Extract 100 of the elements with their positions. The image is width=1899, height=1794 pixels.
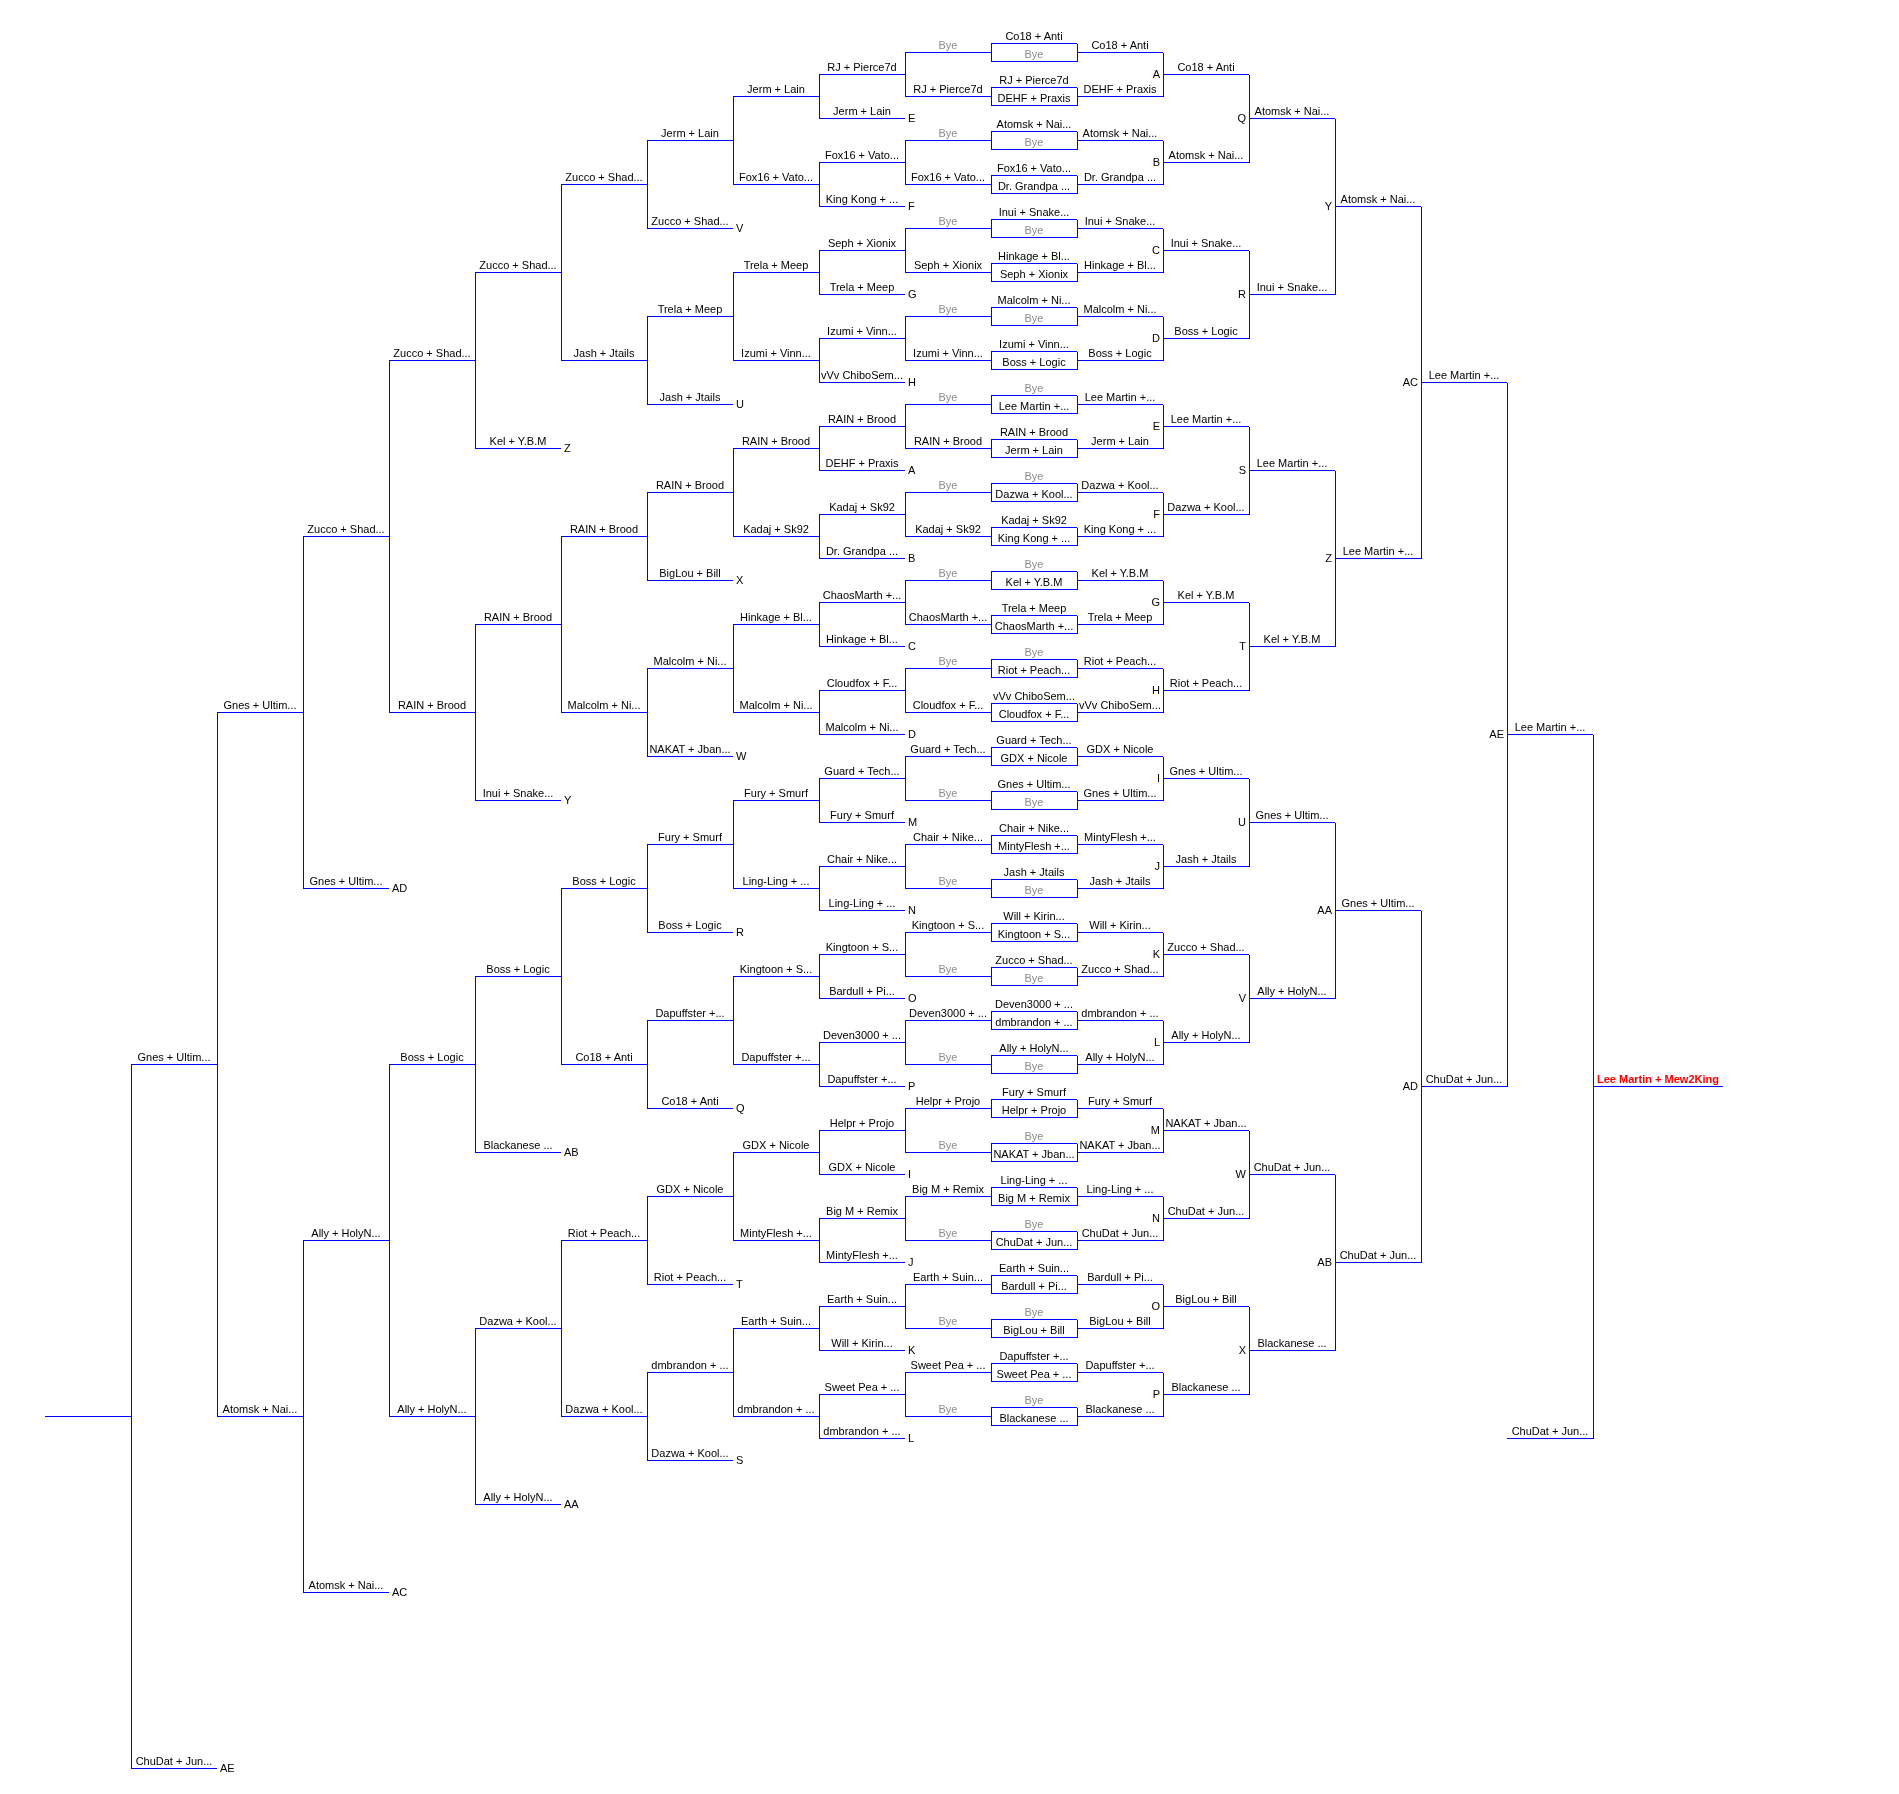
- team-name: GDX + Nicole: [1086, 742, 1154, 756]
- bracket-connector: [1076, 316, 1078, 326]
- team-name: Co18 + Anti: [661, 1094, 719, 1108]
- bracket-slot: [1077, 302, 1163, 317]
- team-name: Trela + Meep: [829, 280, 895, 294]
- team-name: Jerm + Lain: [1091, 434, 1149, 448]
- bracket-connector: [560, 888, 562, 977]
- match-letter: G: [1151, 596, 1160, 609]
- bracket-connector: [904, 954, 906, 977]
- bye-label: Bye: [938, 962, 958, 976]
- team-name: Dapuffster +...: [741, 1050, 811, 1064]
- match-letter: J: [908, 1256, 914, 1269]
- team-name: Gnes + Ultim...: [1083, 786, 1157, 800]
- bracket-connector: [1162, 250, 1164, 273]
- team-name: Atomsk + Nai...: [1340, 192, 1416, 206]
- bracket-connector: [732, 1328, 734, 1373]
- team-name: Big M + Remix: [826, 1204, 898, 1218]
- bracket-connector: [1076, 52, 1078, 62]
- team-name: ChaosMarth +...: [822, 588, 902, 602]
- bracket-slot: [1077, 1226, 1163, 1241]
- bracket-connector: [1076, 527, 1078, 537]
- bracket-slot: [733, 82, 819, 97]
- bye-label: Bye: [1024, 381, 1044, 395]
- bye-label: Bye: [1024, 135, 1044, 149]
- team-name: Zucco + Shad...: [651, 214, 729, 228]
- bracket-slot: [475, 258, 561, 273]
- bracket-connector: [990, 351, 992, 361]
- team-name: Lee Martin +...: [1428, 368, 1500, 382]
- bracket-connector: [1162, 1130, 1164, 1153]
- match-letter: O: [908, 992, 917, 1005]
- team-name: King Kong + ...: [997, 531, 1071, 545]
- bracket-connector: [1334, 558, 1336, 647]
- bracket-slot: [389, 1402, 475, 1417]
- bracket-slot: [991, 707, 1077, 722]
- bracket-slot: [991, 1041, 1077, 1056]
- team-name: Sweet Pea + ...: [824, 1380, 900, 1394]
- bracket-slot: [819, 1204, 905, 1219]
- bracket-connector: [1162, 228, 1164, 251]
- team-name: Zucco + Shad...: [1167, 940, 1245, 954]
- team-name: Cloudfox + F...: [998, 707, 1070, 721]
- team-name: dmbrandon + ...: [1081, 1006, 1159, 1020]
- team-name: Co18 + Anti: [1091, 38, 1149, 52]
- bracket-slot: [905, 302, 991, 317]
- bracket-slot: [733, 1050, 819, 1065]
- team-name: Chair + Nike...: [827, 852, 897, 866]
- bracket-connector: [1076, 932, 1078, 942]
- bracket-slot: [991, 73, 1077, 88]
- bracket-connector: [1076, 712, 1078, 722]
- team-name: DEHF + Praxis: [997, 91, 1071, 105]
- bracket-connector: [1248, 118, 1250, 163]
- team-name: Gnes + Ultim...: [309, 874, 383, 888]
- bracket-connector: [990, 175, 992, 185]
- bracket-connector: [1420, 910, 1422, 1087]
- team-name: dmbrandon + ...: [737, 1402, 815, 1416]
- match-letter: R: [736, 926, 744, 939]
- match-letter: H: [908, 376, 916, 389]
- bracket-slot: [991, 1059, 1077, 1074]
- bracket-slot: [1077, 874, 1163, 889]
- team-name: Sweet Pea + ...: [996, 1367, 1072, 1381]
- bracket-connector: [990, 668, 992, 678]
- team-name: King Kong + ...: [825, 192, 899, 206]
- bracket-connector: [1506, 382, 1508, 735]
- team-name: Malcolm + Ni...: [653, 654, 727, 668]
- match-letter: N: [1152, 1212, 1160, 1225]
- bracket-connector: [732, 96, 734, 141]
- bracket-connector: [990, 448, 992, 458]
- team-name: Lee Martin +...: [1256, 456, 1328, 470]
- bracket-connector: [818, 74, 820, 97]
- bracket-connector: [818, 1042, 820, 1065]
- bracket-connector: [904, 74, 906, 97]
- bracket-slot: [1077, 258, 1163, 273]
- bracket-connector: [732, 976, 734, 1021]
- bracket-slot: [991, 179, 1077, 194]
- bye-label: Bye: [938, 478, 958, 492]
- bracket-connector: [1248, 294, 1250, 339]
- bracket-connector: [474, 360, 476, 449]
- bracket-connector: [1076, 1064, 1078, 1074]
- bracket-connector: [818, 1306, 820, 1329]
- team-name: Gnes + Ultim...: [1255, 808, 1329, 822]
- bracket-slot: [905, 874, 991, 889]
- team-name: Gnes + Ultim...: [997, 777, 1071, 791]
- team-name: Seph + Xionix: [913, 258, 983, 272]
- bracket-slot: [1077, 610, 1163, 625]
- team-name: Boss + Logic: [400, 1050, 464, 1064]
- bracket-connector: [1076, 888, 1078, 898]
- bracket-connector: [904, 492, 906, 515]
- team-name: GDX + Nicole: [828, 1160, 896, 1174]
- bracket-connector: [388, 536, 390, 713]
- bracket-connector: [1076, 1328, 1078, 1338]
- bye-label: Bye: [938, 38, 958, 52]
- team-name: Zucco + Shad...: [307, 522, 385, 536]
- bracket-slot: [733, 698, 819, 713]
- bracket-slot: [819, 60, 905, 75]
- team-name: Atomsk + Nai...: [308, 1578, 384, 1592]
- bracket-connector: [990, 1328, 992, 1338]
- bracket-connector: [904, 778, 906, 801]
- match-letter: C: [908, 640, 916, 653]
- team-name: Kadaj + Sk92: [1001, 513, 1067, 527]
- bracket-slot: [733, 874, 819, 889]
- team-name: RAIN + Brood: [397, 698, 467, 712]
